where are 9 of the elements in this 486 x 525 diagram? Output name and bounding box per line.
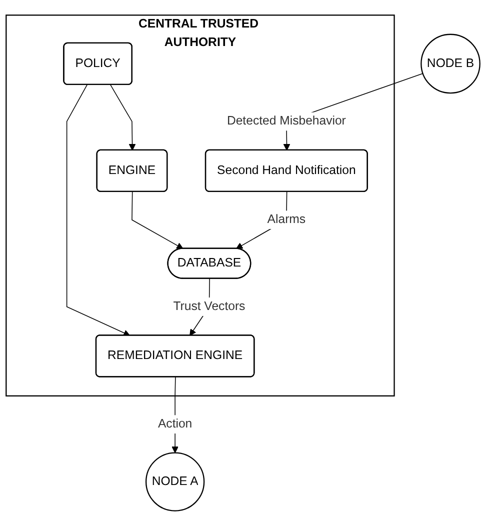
arrow	[66, 84, 130, 336]
edge-label: Action	[158, 416, 192, 430]
edge-label: Trust Vectors	[173, 299, 246, 312]
node-circle: NODE A	[145, 452, 205, 511]
edge-label: Detected Misbehavior	[226, 114, 346, 128]
node-circle: NODE B	[420, 33, 480, 94]
arrow	[110, 84, 136, 150]
edge-label: Alarms	[267, 212, 306, 226]
arrow	[132, 190, 184, 249]
